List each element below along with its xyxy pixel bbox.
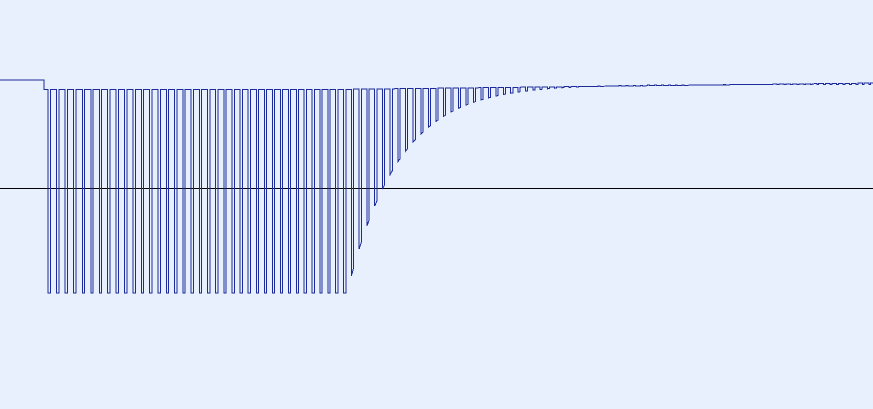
series-trace [0,79,873,294]
